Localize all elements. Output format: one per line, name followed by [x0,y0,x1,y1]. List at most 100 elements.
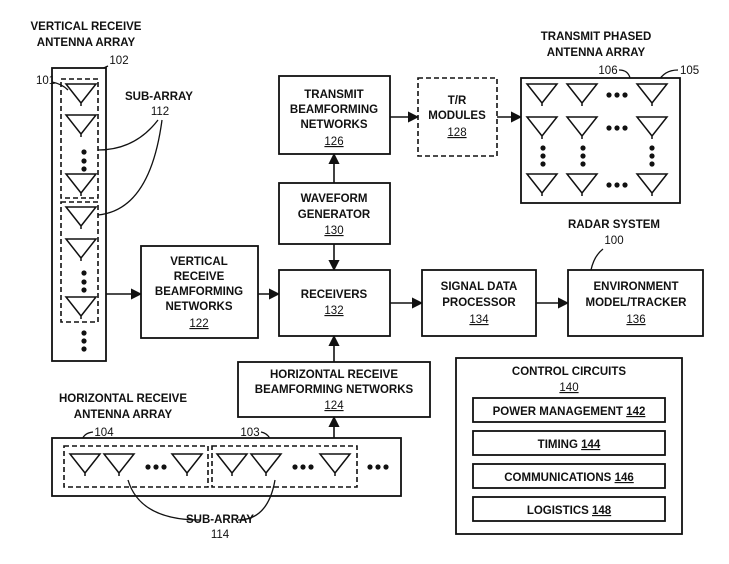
tx-array-title-line1: TRANSMIT PHASED [541,31,652,43]
ellipsis-dot [614,182,620,188]
vbf-line2: RECEIVE [174,271,225,283]
tx-antennas [526,83,668,197]
control-ref: 140 [559,382,578,394]
ellipsis-dot [300,464,306,470]
ellipsis-dot [606,125,612,131]
communications-box [472,463,666,489]
ellipsis-dot [81,287,87,293]
environment-model-box [567,269,704,337]
timing-box [472,430,666,456]
hbf-line1: HORIZONTAL RECEIVE [270,369,398,381]
vertical-element-ref: 101 [36,75,55,87]
sdp-line1: SIGNAL DATA [441,281,518,293]
ellipsis-dot [81,279,87,285]
txbf-line3: NETWORKS [300,119,367,131]
vertical-array-title: VERTICAL RECEIVE ANTENNA ARRAY [31,21,142,49]
horizontal-subarray-2 [211,445,358,488]
vertical-subarray-leader-2 [97,119,163,216]
txbf-line2: BEAMFORMING [290,104,378,116]
tx-array-ref: 106 [598,65,617,77]
tr-modules-box [417,77,498,157]
tx-element-ref: 105 [680,65,699,77]
tx-array-leader [618,69,631,79]
horizontal-subarray-label: SUB-ARRAY [186,514,254,526]
ellipsis-dot [292,464,298,470]
tr-line1: T/R [448,95,467,107]
horizontal-subarray-1 [63,445,209,488]
ellipsis-dot [649,145,655,151]
timing-label: TIMING 144 [538,439,601,451]
vbf-line3: BEAMFORMING [155,286,243,298]
ellipsis-dot [622,125,628,131]
ellipsis-dot [580,161,586,167]
control-title: CONTROL CIRCUITS [512,366,626,378]
radar-system-leader [590,248,604,271]
horizontal-subarray-leader-2 [237,479,276,521]
env-line2: MODEL/TRACKER [586,297,688,309]
waveform-ref: 130 [324,225,343,237]
ellipsis-dot [606,92,612,98]
communications-label: COMMUNICATIONS 146 [504,472,634,484]
horizontal-element-ref: 103 [240,427,259,439]
horizontal-antennas [69,453,389,477]
logistics-box [472,496,666,522]
txbf-line1: TRANSMIT [304,89,363,101]
ellipsis-dot [81,270,87,276]
ellipsis-dot [308,464,314,470]
ellipsis-dot [383,464,389,470]
hbf-line2: BEAMFORMING NETWORKS [255,384,414,396]
ellipsis-dot [367,464,373,470]
vbf-line1: VERTICAL [170,256,228,268]
ellipsis-dot [614,92,620,98]
vbf-ref: 122 [189,318,208,330]
ellipsis-dot [81,158,87,164]
sdp-ref: 134 [469,314,489,326]
horizontal-array-title-line2: ANTENNA ARRAY [74,409,173,421]
sdp-line2: PROCESSOR [442,297,516,309]
receivers-box [278,269,391,337]
env-ref: 136 [626,314,645,326]
txbf-ref: 126 [324,136,343,148]
ellipsis-dot [540,161,546,167]
tr-line2: MODULES [428,110,486,122]
ellipsis-dot [81,338,87,344]
horizontal-subarray-leader-1 [127,479,201,521]
ellipsis-dot [580,153,586,159]
receivers-line1: RECEIVERS [301,289,368,301]
logistics-label: LOGISTICS 148 [527,505,612,517]
vbf-line4: NETWORKS [165,301,232,313]
power-management-label: POWER MANAGEMENT 142 [493,406,646,418]
ellipsis-dot [614,125,620,131]
horizontal-subarray-ref: 114 [211,529,230,541]
ellipsis-dot [375,464,381,470]
vertical-subarray-2 [60,201,99,323]
vertical-beamforming-box [140,245,259,339]
ellipsis-dot [649,161,655,167]
waveform-line1: WAVEFORM [301,193,368,205]
vertical-array-ref: 102 [109,55,128,67]
ellipsis-dot [81,166,87,172]
ellipsis-dot [606,182,612,188]
ellipsis-dot [622,92,628,98]
ellipsis-dot [540,145,546,151]
ellipsis-dot [81,346,87,352]
vertical-subarray-label: SUB-ARRAY [125,91,193,103]
vertical-array-title-line2: ANTENNA ARRAY [37,37,136,49]
ellipsis-dot [153,464,159,470]
ellipsis-dot [161,464,167,470]
tr-ref: 128 [447,127,466,139]
vertical-subarray-ref: 112 [151,106,169,118]
ellipsis-dot [540,153,546,159]
tx-array-box [520,77,681,204]
horizontal-array-ref: 104 [94,427,114,439]
vertical-antennas [65,83,97,352]
receivers-ref: 132 [324,305,343,317]
ellipsis-dot [145,464,151,470]
vertical-subarray-leader-1 [97,119,159,151]
vertical-array-title-line1: VERTICAL RECEIVE [31,21,142,33]
tx-array-title-line2: ANTENNA ARRAY [547,47,646,59]
signal-processor-box [421,269,537,337]
ellipsis-dot [81,149,87,155]
env-line1: ENVIRONMENT [594,281,679,293]
